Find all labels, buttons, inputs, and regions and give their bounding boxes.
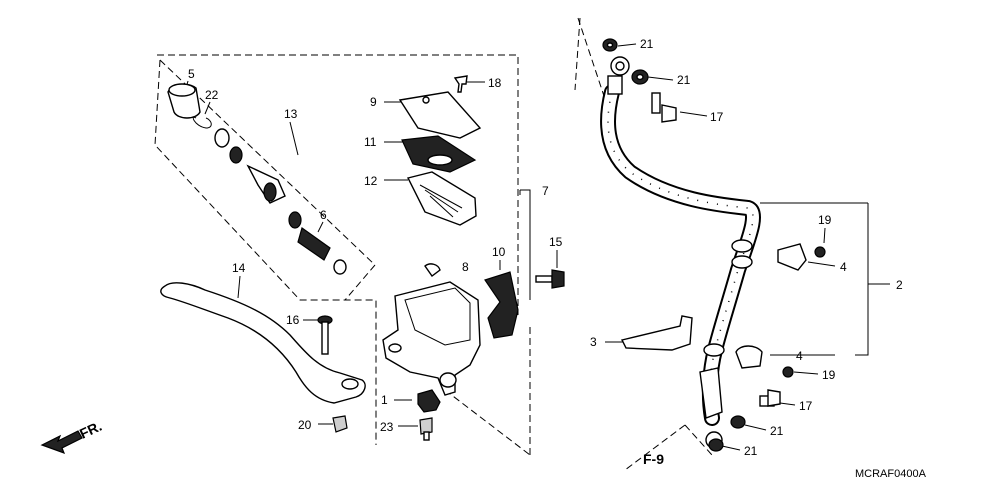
callout-11: 11 <box>364 135 377 149</box>
callout-16: 16 <box>286 313 300 327</box>
callout-7: 7 <box>542 184 549 198</box>
callout-21-d: 21 <box>744 444 758 458</box>
callout-4-lower: 4 <box>796 349 803 363</box>
callout-17-upper: 17 <box>710 110 724 124</box>
front-direction-arrow <box>40 430 83 455</box>
callout-22: 22 <box>205 88 219 102</box>
callout-19-upper: 19 <box>818 213 832 227</box>
group-outline-master-cylinder <box>154 54 531 456</box>
callout-8: 8 <box>462 260 469 274</box>
brake-lever <box>160 282 366 404</box>
pivot-bolt <box>317 315 333 355</box>
callout-5: 5 <box>188 67 195 81</box>
lower-fitting <box>699 367 723 419</box>
switch-screw <box>419 417 433 441</box>
callout-4-upper: 4 <box>840 260 847 274</box>
oil-bolts <box>651 92 781 407</box>
front-arrow-label: FR. <box>77 418 104 442</box>
reference-label: F-9 <box>643 451 664 467</box>
diaphragm-plate <box>406 171 477 226</box>
callout-1: 1 <box>381 393 388 407</box>
callout-10: 10 <box>492 245 506 259</box>
callout-20: 20 <box>298 418 312 432</box>
clip <box>424 263 441 277</box>
holder-bolt <box>535 269 565 289</box>
callout-12: 12 <box>364 174 378 188</box>
sealing-washers <box>602 38 746 452</box>
callout-15: 15 <box>549 235 563 249</box>
callout-23: 23 <box>380 420 394 434</box>
group-outline-hose <box>574 17 713 471</box>
callout-3: 3 <box>590 335 597 349</box>
hose-guide <box>620 315 693 351</box>
callout-18: 18 <box>488 76 502 90</box>
callout-19-lower: 19 <box>822 368 836 382</box>
callout-21-c: 21 <box>770 424 784 438</box>
callout-21-a: 21 <box>640 37 654 51</box>
switch <box>417 389 441 413</box>
callout-21-b: 21 <box>677 73 691 87</box>
pivot-nut <box>332 415 348 433</box>
piston-set <box>167 83 347 275</box>
callout-9: 9 <box>370 95 377 109</box>
master-cylinder-body <box>382 281 481 396</box>
callout-6: 6 <box>320 208 327 222</box>
reservoir-cap <box>398 91 482 139</box>
diagram-code: MCRAF0400A <box>855 468 927 480</box>
callout-13: 13 <box>284 107 298 121</box>
cap-screw <box>453 75 468 93</box>
holder <box>484 271 519 339</box>
callout-17-lower: 17 <box>799 399 813 413</box>
callout-2: 2 <box>896 278 903 292</box>
reservoir-diaphragm <box>401 135 477 173</box>
clamp-bolts <box>782 246 826 378</box>
leader-lines <box>184 43 890 451</box>
brake-hose <box>600 56 761 449</box>
callout-labels: 1 2 3 4 4 5 6 7 8 9 10 11 12 13 14 15 16… <box>188 37 903 458</box>
hose-clamps <box>735 243 807 369</box>
callout-14: 14 <box>232 261 246 275</box>
